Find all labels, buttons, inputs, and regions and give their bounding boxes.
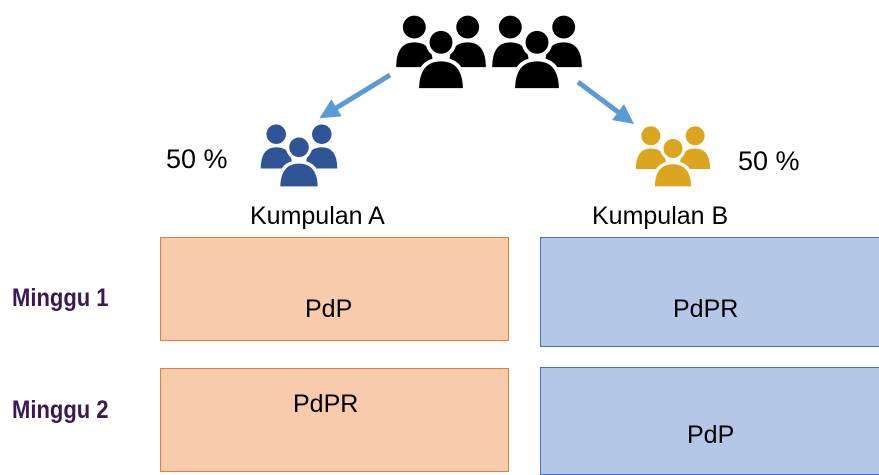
week-2-group-b-activity: PdP	[687, 421, 735, 449]
week-2-group-a-activity: PdPR	[293, 390, 359, 418]
week-2-group-a-box: PdPR	[160, 368, 509, 472]
people-group-icon	[634, 124, 712, 188]
week-2-group-b-box: PdP	[540, 367, 879, 475]
group-a-label: Kumpulan A	[250, 202, 385, 230]
week-1-group-b-activity: PdPR	[673, 295, 739, 323]
group-b-label: Kumpulan B	[592, 202, 729, 230]
week-1-group-a-box: PdP	[160, 237, 509, 341]
week-1-label: Minggu 1	[12, 284, 109, 312]
group-b-percent: 50 %	[738, 146, 800, 176]
people-group-icon	[259, 122, 339, 188]
week-2-label: Minggu 2	[12, 396, 109, 424]
people-group-icon	[490, 13, 584, 90]
people-group-icon	[394, 13, 488, 90]
crowd-group	[393, 8, 585, 90]
group-a-percent: 50 %	[166, 144, 228, 174]
week-1-group-a-activity: PdP	[305, 295, 353, 323]
week-1-group-b-box: PdPR	[540, 237, 879, 347]
